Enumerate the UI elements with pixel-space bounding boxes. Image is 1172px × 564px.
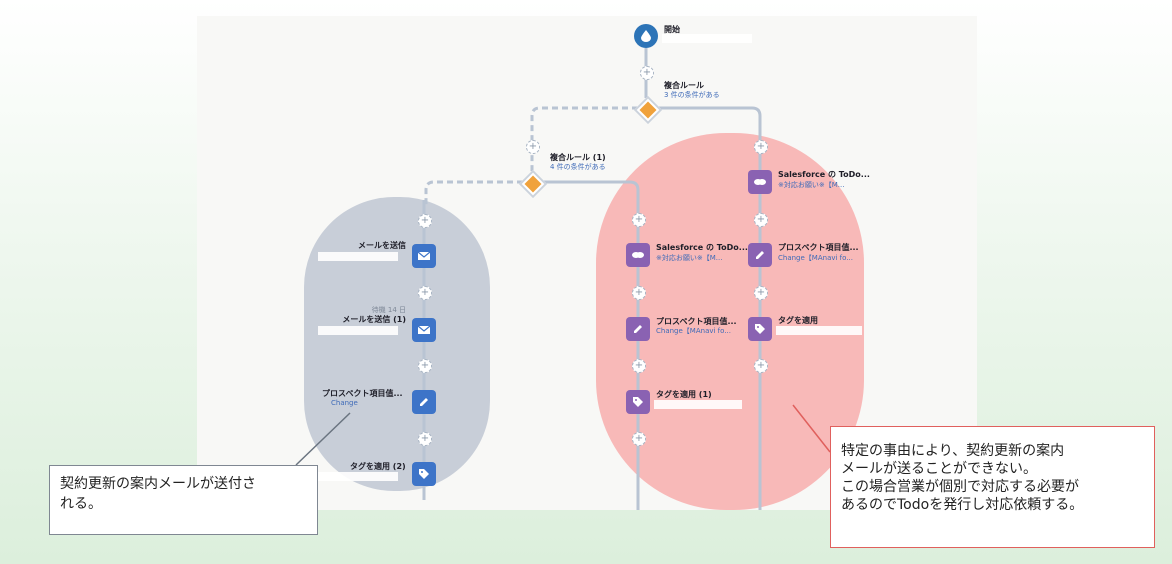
add-step-button[interactable]: + xyxy=(640,66,654,80)
callout-right-line: この場合営業が個別で対応する必要が xyxy=(841,479,1079,495)
callout-left-line: れる。 xyxy=(60,496,102,512)
salesforce-cloud-icon xyxy=(632,252,644,258)
prospect-field-node[interactable] xyxy=(412,390,436,414)
start-label: 開始 xyxy=(664,25,680,34)
salesforce-todo-sub: ※対応お願い※【M... xyxy=(656,254,723,262)
add-step-button[interactable]: + xyxy=(526,140,540,154)
drop-icon xyxy=(641,30,651,42)
tag-icon xyxy=(419,469,429,479)
prospect-field-node[interactable] xyxy=(748,243,772,267)
send-email-description-field xyxy=(318,252,398,261)
apply-tag-2-node[interactable] xyxy=(412,462,436,486)
compound-rule-label: 複合ルール xyxy=(664,81,704,90)
send-email-1-node[interactable] xyxy=(412,318,436,342)
pencil-icon xyxy=(756,251,764,259)
apply-tag-2-label: タグを適用 (2) xyxy=(350,462,406,471)
start-description-field xyxy=(662,34,752,43)
highlight-left-branch xyxy=(304,197,490,491)
salesforce-todo-node[interactable] xyxy=(626,243,650,267)
add-step-button[interactable]: + xyxy=(418,214,432,228)
callout-left: 契約更新の案内メールが送付さ れる。 xyxy=(49,465,318,535)
salesforce-todo-label: Salesforce の ToDo... xyxy=(656,243,748,252)
apply-tag-description-field xyxy=(776,326,862,335)
send-email-1-label: メールを送信 (1) xyxy=(342,315,406,324)
apply-tag-2-description-field xyxy=(318,472,398,481)
send-email-node[interactable] xyxy=(412,244,436,268)
compound-rule-1-label: 複合ルール (1) xyxy=(550,153,606,162)
salesforce-todo-node[interactable] xyxy=(748,170,772,194)
prospect-field-node[interactable] xyxy=(626,317,650,341)
add-step-button[interactable]: + xyxy=(754,286,768,300)
start-node[interactable] xyxy=(634,24,658,48)
add-step-button[interactable]: + xyxy=(418,359,432,373)
callout-right-line: 特定の事由により、契約更新の案内 xyxy=(841,443,1065,459)
compound-rule-1-sub: 4 件の条件がある xyxy=(550,163,606,171)
apply-tag-node[interactable] xyxy=(748,317,772,341)
tag-icon xyxy=(755,324,765,334)
add-step-button[interactable]: + xyxy=(632,359,646,373)
mail-icon xyxy=(417,251,431,260)
add-step-button[interactable]: + xyxy=(754,359,768,373)
callout-right-line: メールが送ることができない。 xyxy=(841,461,1037,477)
add-step-button[interactable]: + xyxy=(418,432,432,446)
prospect-field-label: プロスペクト項目值... xyxy=(322,389,403,398)
prospect-field-sub: Change【MAnavi fo... xyxy=(656,327,731,335)
send-email-label: メールを送信 xyxy=(358,241,406,250)
prospect-field-sub: Change xyxy=(331,399,358,407)
add-step-button[interactable]: + xyxy=(632,213,646,227)
salesforce-todo-label: Salesforce の ToDo... xyxy=(778,170,870,179)
pencil-icon xyxy=(634,325,642,333)
add-step-button[interactable]: + xyxy=(754,213,768,227)
add-step-button[interactable]: + xyxy=(754,140,768,154)
send-email-1-description-field xyxy=(318,326,398,335)
add-step-button[interactable]: + xyxy=(632,432,646,446)
apply-tag-label: タグを適用 xyxy=(778,316,818,325)
salesforce-todo-sub: ※対応お願い※【M... xyxy=(778,181,845,189)
salesforce-cloud-icon xyxy=(754,179,766,185)
callout-left-line: 契約更新の案内メールが送付さ xyxy=(60,476,256,492)
prospect-field-sub: Change【MAnavi fo... xyxy=(778,254,853,262)
add-step-button[interactable]: + xyxy=(418,286,432,300)
wait-label: 待機 14 日 xyxy=(371,306,406,314)
pencil-icon xyxy=(420,398,428,406)
tag-icon xyxy=(633,397,643,407)
mail-icon xyxy=(417,325,431,334)
apply-tag-1-node[interactable] xyxy=(626,390,650,414)
compound-rule-sub: 3 件の条件がある xyxy=(664,91,720,99)
prospect-field-label: プロスペクト項目值... xyxy=(656,317,737,326)
apply-tag-1-label: タグを適用 (1) xyxy=(656,390,712,399)
prospect-field-label: プロスペクト項目值... xyxy=(778,243,859,252)
callout-right-line: あるのでTodoを発行し対応依頼する。 xyxy=(841,497,1084,513)
callout-right: 特定の事由により、契約更新の案内 メールが送ることができない。 この場合営業が個… xyxy=(830,426,1155,548)
add-step-button[interactable]: + xyxy=(632,286,646,300)
apply-tag-1-description-field xyxy=(654,400,742,409)
